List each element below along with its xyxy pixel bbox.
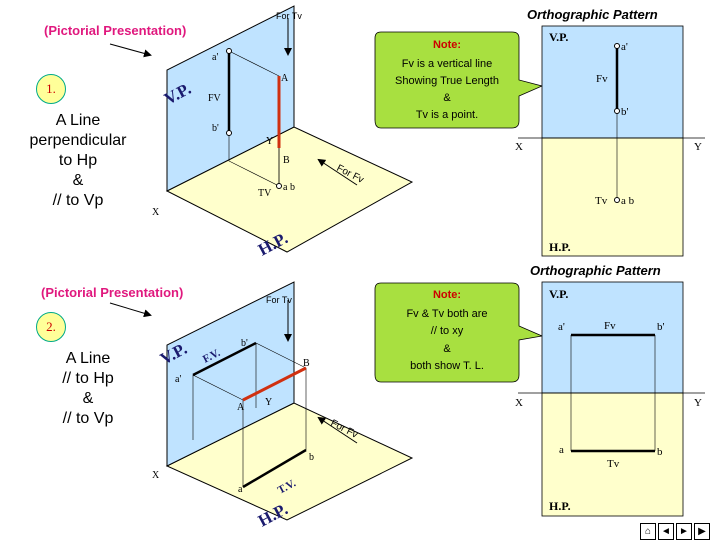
vp-plane-2 — [166, 281, 295, 467]
ortho-label-Y-2: Y — [694, 397, 702, 409]
note-line-1: Fv is a vertical line — [402, 58, 492, 70]
for-tv-label-2: For Tv — [266, 295, 292, 305]
desc-line: & — [72, 172, 84, 189]
ortho-hp-2 — [541, 392, 684, 517]
for-fv-arrow-1 — [317, 158, 358, 186]
ortho-label-fv-1: Fv — [596, 73, 608, 85]
label-a-2: a — [238, 484, 243, 495]
label-b-dash-2: b' — [241, 338, 248, 349]
desc-line: A Line — [55, 112, 101, 129]
number-badge-2: 2. — [36, 312, 66, 342]
ortho-label-b-dash-2: b' — [657, 321, 665, 333]
fv-line-2 — [192, 341, 257, 377]
ortho-hp-label-1: H.P. — [549, 240, 571, 254]
desc-line: A Line — [65, 350, 111, 367]
ortho-label-Y-1: Y — [694, 141, 702, 153]
note-line-2: & — [443, 343, 451, 355]
for-tv-label-1: For Tv — [276, 11, 302, 21]
orthographic-diagram-2: V.P. H.P. a' Fv b' X Y a Tv b — [515, 281, 705, 517]
ortho-point-ab-1 — [614, 197, 620, 203]
label-b-dash-1: b' — [212, 123, 219, 134]
description-1: A Line perpendicular to Hp & // to Vp — [18, 111, 138, 211]
ortho-hp-label-2: H.P. — [549, 499, 571, 513]
ortho-label-X-1: X — [515, 141, 523, 153]
ortho-label-tv-1: Tv — [595, 195, 608, 207]
label-A-2: A — [237, 402, 245, 413]
end-button[interactable]: ▶ — [694, 523, 710, 540]
note-line-1: Tv is a point. — [416, 109, 478, 121]
tv-line-2 — [242, 448, 307, 489]
label-X-1: X — [152, 207, 160, 218]
ortho-label-b-2: b — [657, 446, 663, 458]
label-Y-1: Y — [266, 136, 273, 147]
note-line-2: Fv & Tv both are — [406, 308, 487, 320]
label-b-2: b — [309, 452, 314, 463]
vp-plane-1 — [166, 5, 295, 192]
desc-line: to Hp — [58, 152, 98, 169]
ortho-label-ab-1: a b — [621, 195, 635, 207]
ortho-label-X-2: X — [515, 397, 523, 409]
ortho-point-b-dash-1 — [614, 108, 620, 114]
pictorial-diagram-2: For Tv For Fv V.P. H.P. F.V. T.V. a' b' … — [109, 281, 414, 531]
label-Y-2: Y — [265, 397, 272, 408]
ortho-label-fv-2: Fv — [604, 320, 616, 332]
ortho-vp-2 — [541, 281, 684, 394]
desc-line: // to Vp — [62, 410, 114, 427]
ortho-label-a-2: a — [559, 444, 564, 456]
line-ab-2 — [242, 366, 307, 402]
label-a-dash-2: a' — [175, 374, 181, 385]
pointer-arrow-1 — [109, 43, 152, 58]
desc-line: perpendicular — [29, 132, 127, 149]
orthographic-diagram-1: V.P. H.P. a' b' Fv X Y Tv a b — [515, 25, 705, 257]
ortho-title-2: Orthographic Pattern — [530, 263, 661, 278]
label-fv-1: FV — [208, 93, 222, 104]
point-b-dash-1 — [226, 130, 232, 136]
label-ab-1: a b — [283, 182, 295, 193]
label-B-1: B — [283, 155, 290, 166]
pictorial-title-2: (Pictorial Presentation) — [41, 285, 184, 300]
label-B-2: B — [303, 358, 310, 369]
ortho-point-a-dash-1 — [614, 43, 620, 49]
home-button[interactable]: ⌂ — [640, 523, 656, 540]
description-2: A Line // to Hp & // to Vp — [28, 349, 148, 429]
desc-line: & — [82, 390, 94, 407]
pictorial-title-1: (Pictorial Presentation) — [44, 23, 187, 38]
note-title-1: Note: — [433, 39, 461, 51]
pointer-arrow-2 — [109, 302, 152, 318]
ortho-vp-label-2: V.P. — [549, 287, 568, 301]
forward-button[interactable]: ► — [676, 523, 692, 540]
for-fv-arrow-2 — [317, 416, 358, 444]
forward-icon: ► — [679, 525, 689, 537]
label-A-1: A — [281, 73, 289, 84]
back-button[interactable]: ◄ — [658, 523, 674, 540]
label-tv-1: TV — [258, 188, 272, 199]
home-icon: ⌂ — [644, 525, 652, 537]
note-line-1: Showing True Length — [395, 75, 499, 87]
number-badge-1: 1. — [36, 74, 66, 104]
ortho-hp-1 — [541, 137, 684, 257]
ortho-label-a-dash-1: a' — [621, 41, 628, 53]
note-title-2: Note: — [433, 289, 461, 301]
ortho-vp-1 — [541, 25, 684, 139]
pictorial-diagram-1: For Tv For Fv V.P. H.P. a' b' FV A B Y X… — [109, 5, 414, 260]
note-line-2: both show T. L. — [410, 360, 484, 372]
label-a-dash-1: a' — [212, 52, 218, 63]
ortho-label-a-dash-2: a' — [558, 321, 565, 333]
note-bubble-1 — [374, 31, 544, 129]
point-ab-1 — [276, 183, 282, 189]
ortho-label-b-dash-1: b' — [621, 106, 629, 118]
ortho-title-1: Orthographic Pattern — [527, 7, 658, 22]
note-line-1: & — [443, 92, 451, 104]
desc-line: // to Hp — [62, 370, 114, 387]
desc-line: // to Vp — [52, 192, 104, 209]
label-X-2: X — [152, 470, 160, 481]
end-icon: ▶ — [698, 525, 706, 537]
point-a-dash-1 — [226, 48, 232, 54]
back-icon: ◄ — [661, 525, 671, 537]
ortho-label-tv-2: Tv — [607, 458, 620, 470]
note-bubble-2 — [374, 282, 544, 383]
note-line-2: // to xy — [431, 325, 464, 337]
ortho-vp-label-1: V.P. — [549, 30, 568, 44]
